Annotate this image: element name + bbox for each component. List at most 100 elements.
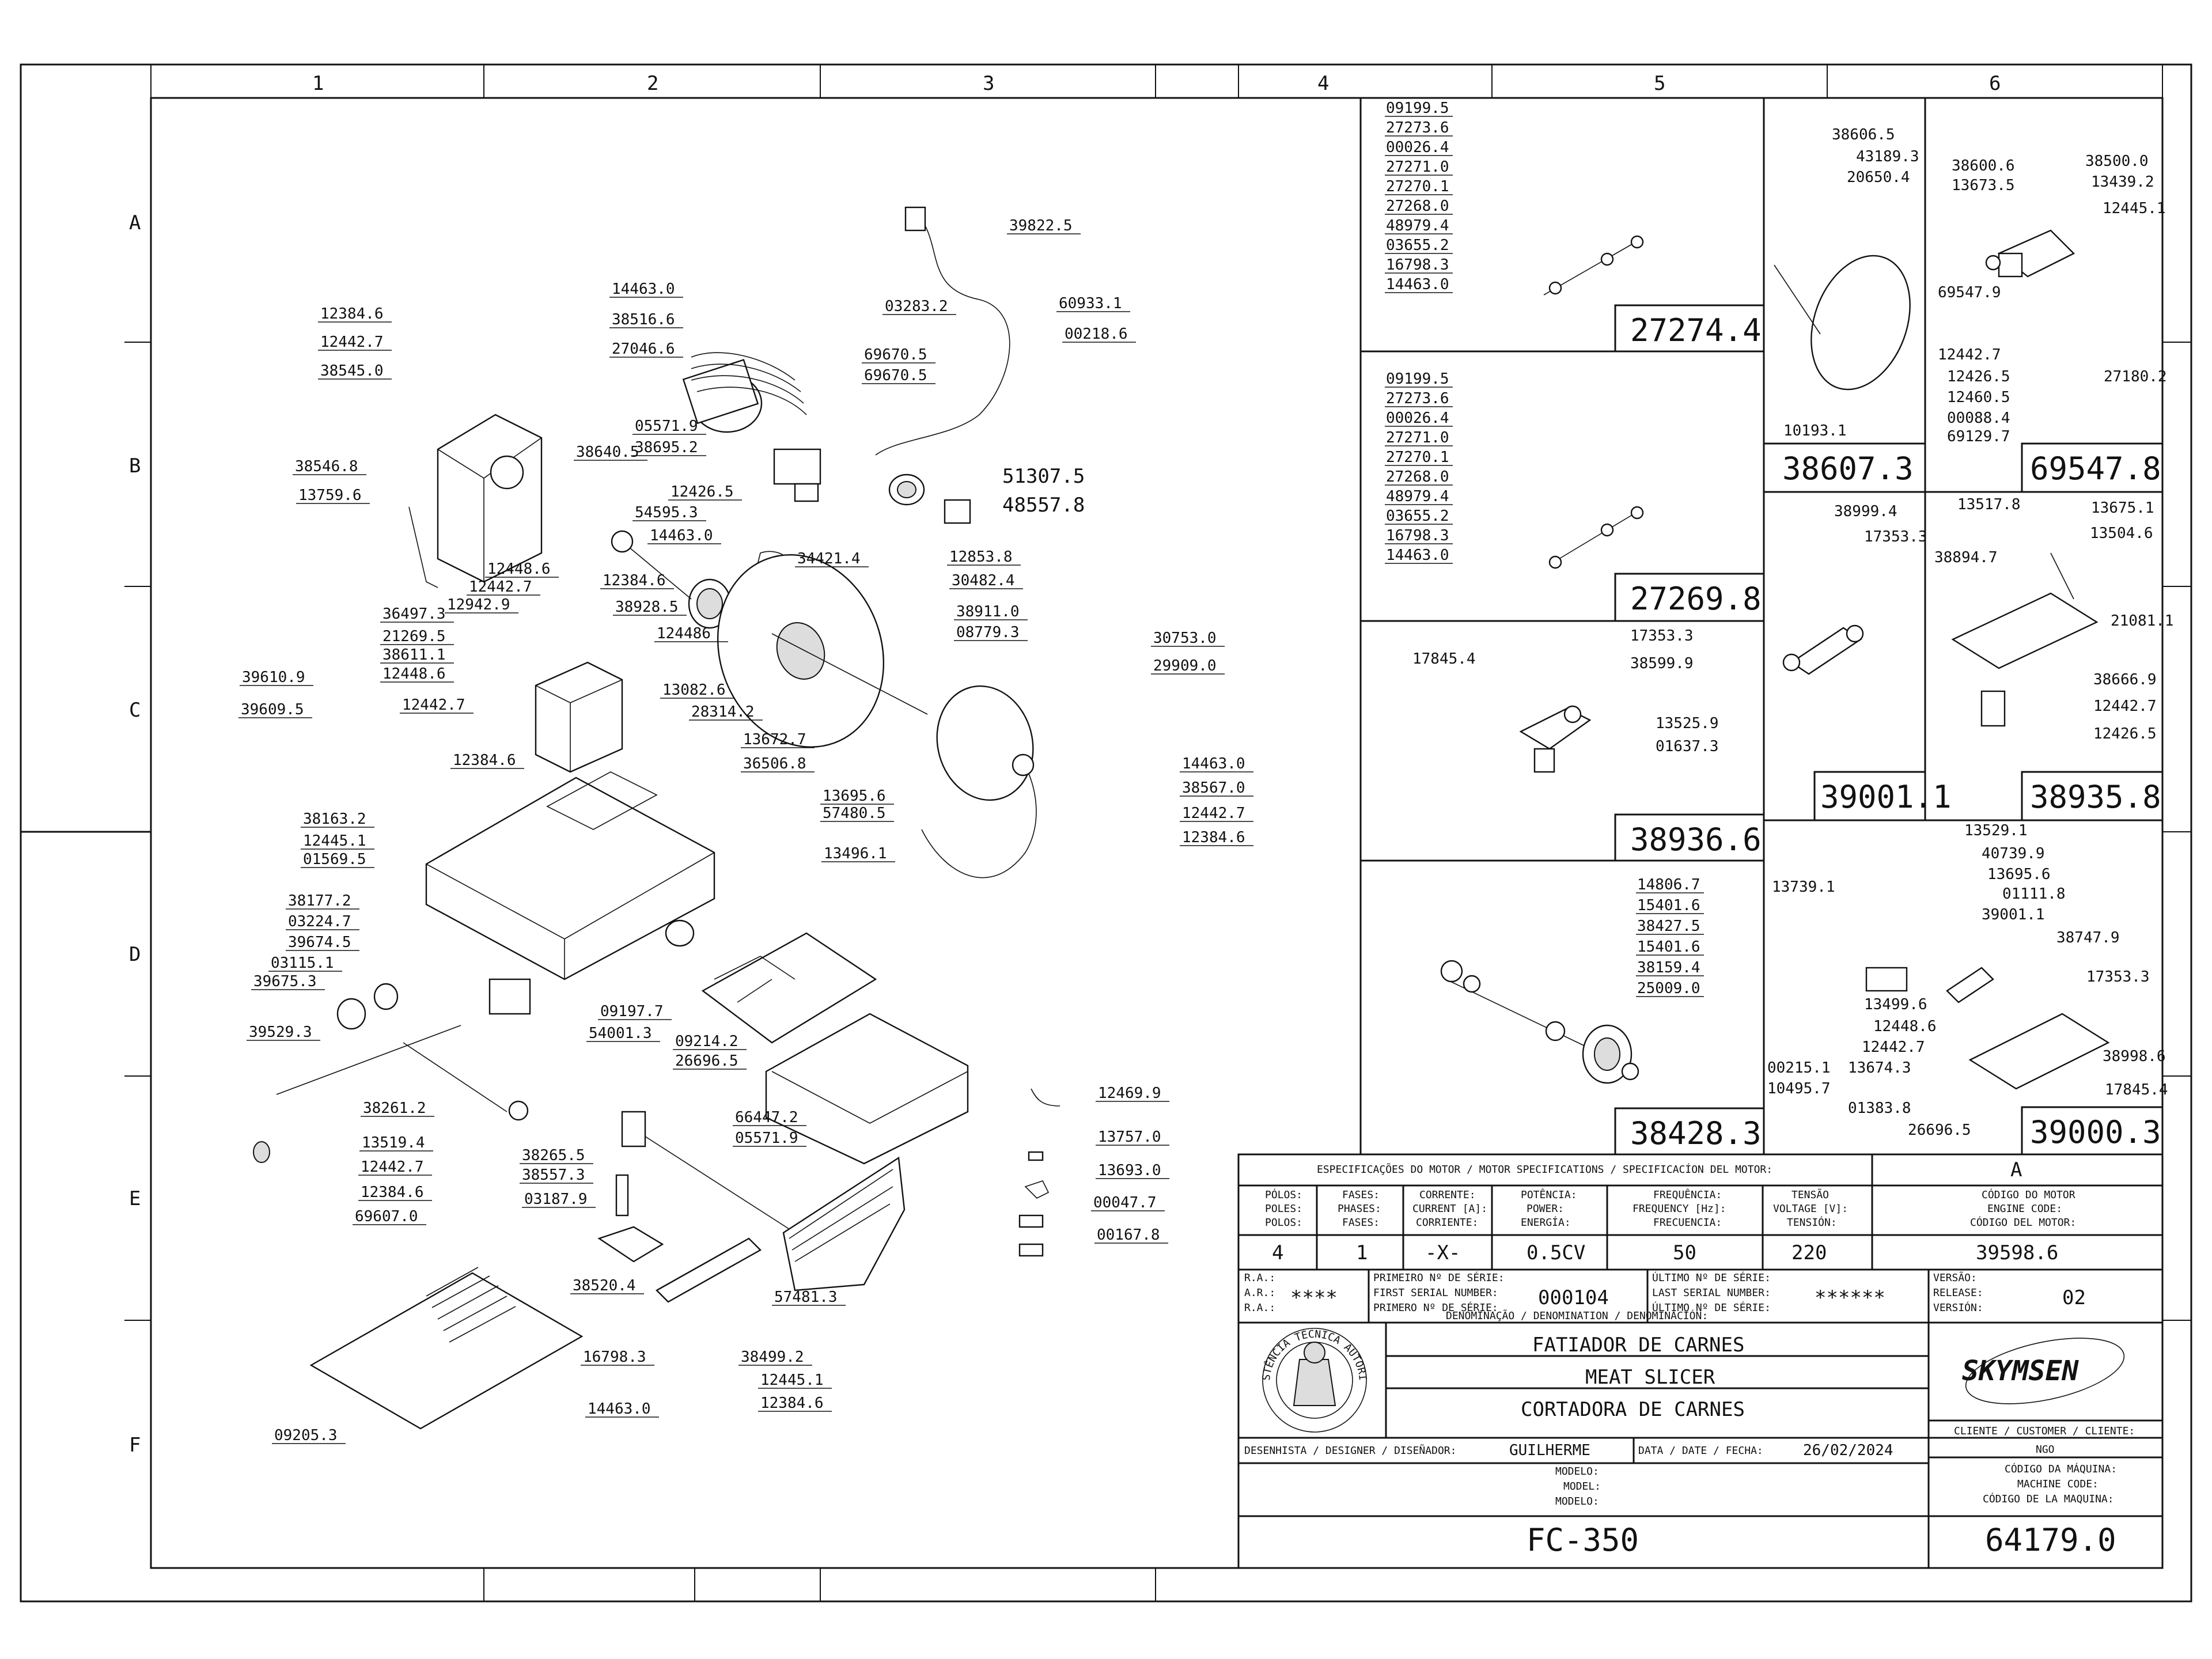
part-label: 39822.5: [1009, 217, 1073, 234]
customer-value: NGO: [2036, 1444, 2055, 1456]
kit-27274-part: 27270.1: [1386, 178, 1449, 195]
kit-39000-part: 17845.4: [2105, 1081, 2168, 1099]
kit-38607: 38607.3: [1782, 450, 1914, 487]
part-label: 34421.4: [797, 550, 861, 567]
denomination-header: DENOMINAÇÃO / DENOMINATION / DENOMINACIÓ…: [1446, 1309, 1708, 1322]
kit-27269-part: 00026.4: [1386, 410, 1449, 427]
part-label: 13519.4: [362, 1134, 425, 1152]
part-label: 38911.0: [956, 603, 1020, 620]
kit-27274-part: 16798.3: [1386, 256, 1449, 274]
kit-27274-part: 27273.6: [1386, 119, 1449, 137]
kit-69547-part: 00088.4: [1947, 410, 2010, 427]
kit-38428-part: 14806.7: [1637, 876, 1700, 893]
voltage-value: 220: [1791, 1241, 1827, 1264]
svg-text:CÓDIGO DE LA MAQUINA:: CÓDIGO DE LA MAQUINA:: [1983, 1493, 2114, 1505]
row-label-B: B: [129, 454, 141, 478]
part-label: 38177.2: [288, 892, 351, 910]
kit-38936: 38936.6: [1630, 821, 1762, 858]
column-label-3: 3: [983, 72, 994, 95]
kit-38428-part: 38427.5: [1637, 918, 1700, 935]
poles-value: 4: [1272, 1241, 1283, 1264]
part-label: 66447.2: [735, 1109, 798, 1126]
svg-text:FREQUÊNCIA:: FREQUÊNCIA:: [1653, 1188, 1722, 1201]
svg-text:MODEL:: MODEL:: [1563, 1480, 1601, 1493]
kit-39001-part: 17353.3: [1864, 528, 1927, 546]
svg-text:MODELO:: MODELO:: [1555, 1465, 1599, 1478]
power-value: 0.5CV: [1527, 1241, 1585, 1264]
part-label: 39675.3: [253, 973, 317, 990]
part-label: 57481.3: [774, 1289, 838, 1306]
blade-cover: [936, 685, 1034, 801]
part-label: 38516.6: [612, 311, 675, 328]
first-serial-value: 000104: [1538, 1286, 1609, 1309]
kit-39000-part: 13739.1: [1772, 878, 1835, 896]
svg-text:CÓDIGO DO MOTOR: CÓDIGO DO MOTOR: [1982, 1188, 2075, 1201]
svg-text:CORRIENTE:: CORRIENTE:: [1416, 1217, 1478, 1229]
part-label: 05571.9: [635, 418, 698, 435]
part-label: 124486: [657, 625, 711, 642]
kit-27274-part: 03655.2: [1386, 237, 1449, 254]
svg-text:POLES:: POLES:: [1265, 1203, 1302, 1215]
kit-27269-part: 27270.1: [1386, 449, 1449, 466]
customer-header: CLIENTE / CUSTOMER / CLIENTE:: [1954, 1425, 2135, 1437]
part-label: 12384.6: [320, 305, 384, 323]
main-exploded-view: [253, 206, 1060, 1430]
column-label-2: 2: [647, 72, 658, 95]
part-label: 12448.6: [487, 560, 551, 578]
kit-39000-part: 13695.6: [1987, 866, 2051, 883]
kit-27274-part: 48979.4: [1386, 217, 1449, 234]
kit-27274-part: 27268.0: [1386, 198, 1449, 215]
part-label: 00167.8: [1097, 1226, 1160, 1244]
kit-27269-part: 48979.4: [1386, 488, 1449, 505]
svg-text:CURRENT [A]:: CURRENT [A]:: [1412, 1203, 1487, 1215]
part-label: 13496.1: [824, 845, 887, 862]
part-label: 03283.2: [885, 298, 948, 315]
part-label: 30482.4: [952, 572, 1015, 589]
switch-box: [773, 448, 821, 485]
kit-38935-part: 12442.7: [2093, 698, 2157, 715]
part-label: 12942.9: [447, 596, 510, 613]
kit-27269-part: 27273.6: [1386, 390, 1449, 407]
kit-38936-part: 17845.4: [1412, 650, 1476, 668]
part-label: 14463.0: [588, 1400, 651, 1418]
row-label-D: D: [129, 943, 141, 966]
svg-text:PRIMERO Nº DE SÉRIE:: PRIMERO Nº DE SÉRIE:: [1373, 1301, 1498, 1314]
kit-39000: 39000.3: [2030, 1114, 2161, 1150]
part-label: 12853.8: [949, 548, 1013, 566]
kit-38936-part: 17353.3: [1630, 627, 1694, 645]
part-label: 36497.3: [382, 605, 446, 623]
part-label: 14463.0: [612, 281, 675, 298]
kit-38936-part: 01637.3: [1656, 738, 1719, 755]
kit-69547-part: 69129.7: [1947, 428, 2010, 445]
svg-text:POWER:: POWER:: [1527, 1203, 1564, 1215]
part-label: 38928.5: [615, 599, 679, 616]
authorized-assistance-stamp: ASSISTÊNCIA TÉCNICA AUTORIZADA: [0, 0, 1369, 1433]
part-label: 39529.3: [249, 1024, 312, 1041]
part-label: 54001.3: [589, 1025, 652, 1042]
kit-39000-part: 13529.1: [1964, 822, 2028, 839]
label-48557: 48557.8: [1002, 494, 1085, 517]
part-label: 12384.6: [603, 572, 666, 589]
kit-38935-part: 12426.5: [2093, 725, 2157, 743]
detail-boxes: [1359, 98, 2164, 1156]
last-serial-value: ******: [1815, 1286, 1885, 1309]
part-label: 13757.0: [1098, 1128, 1161, 1146]
svg-text:MACHINE CODE:: MACHINE CODE:: [2017, 1478, 2099, 1490]
kit-27274-part: 09199.5: [1386, 100, 1449, 117]
motor-spec-header: ESPECIFICAÇÕES DO MOTOR / MOTOR SPECIFIC…: [1317, 1163, 1772, 1176]
kit-39000-part: 17353.3: [2086, 968, 2150, 986]
name-es: CORTADORA DE CARNES: [1521, 1398, 1745, 1421]
kit-38935-part: 38894.7: [1934, 549, 1998, 566]
part-label: 38567.0: [1182, 779, 1245, 797]
svg-text:A.R.:: A.R.:: [1244, 1287, 1275, 1299]
column-label-4: 4: [1317, 72, 1329, 95]
gear-housing: [535, 661, 623, 773]
kit-39000-part: 13674.3: [1848, 1059, 1911, 1077]
svg-text:ENERGÍA:: ENERGÍA:: [1521, 1216, 1571, 1229]
kit-27269-part: 27271.0: [1386, 429, 1449, 446]
kit-69547-part: 12426.5: [1947, 368, 2010, 385]
outer-border: [20, 63, 2192, 1603]
part-label: 12442.7: [1182, 805, 1245, 822]
svg-text:PHASES:: PHASES:: [1338, 1203, 1381, 1215]
kit-38935-part: 38666.9: [2093, 671, 2157, 688]
